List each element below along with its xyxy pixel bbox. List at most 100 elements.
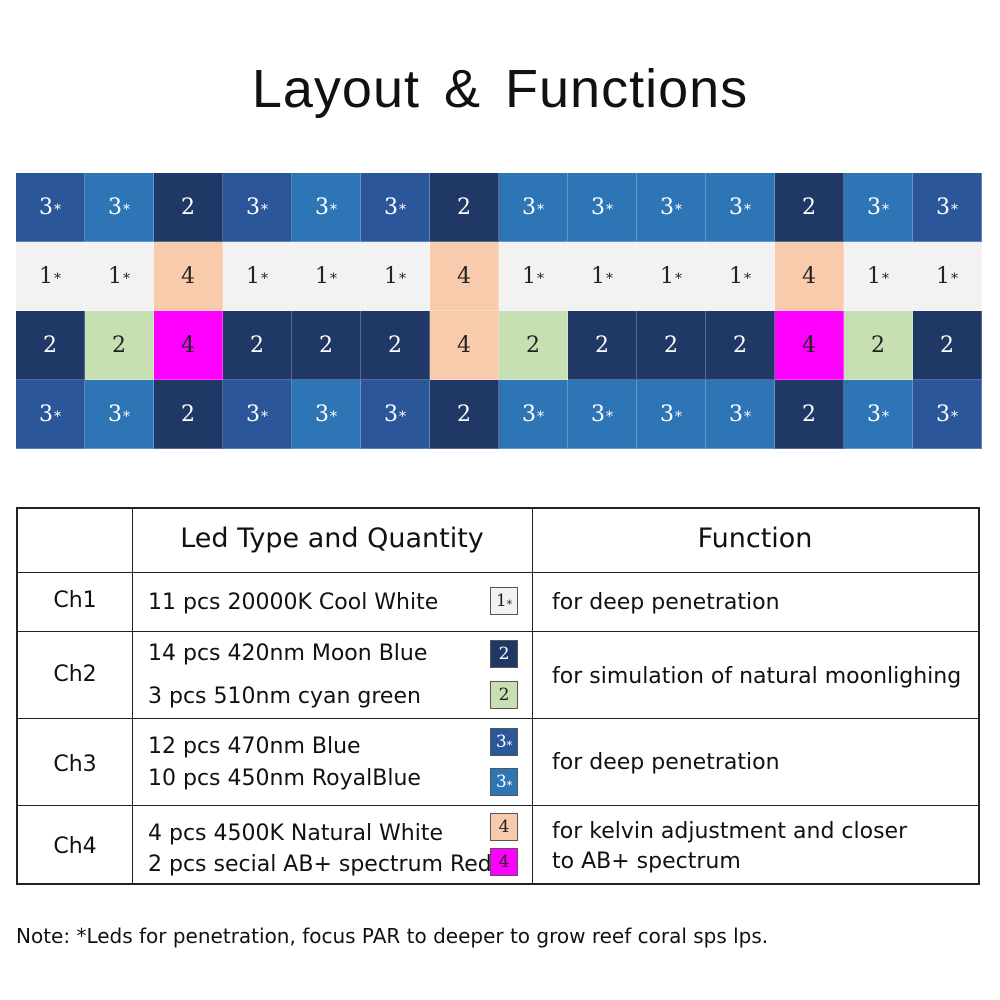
led-number: 3 xyxy=(591,194,605,220)
led-cell: 2 xyxy=(637,311,706,380)
led-number: 3 xyxy=(660,194,674,220)
led-cell: 2 xyxy=(430,173,499,242)
penetration-marker: * xyxy=(123,202,130,218)
led-cell: 2 xyxy=(292,311,361,380)
led-number: 3 xyxy=(936,401,950,427)
led-cell: 2 xyxy=(775,173,844,242)
led-description: 2 pcs secial AB+ spectrum Red xyxy=(148,852,492,877)
led-number: 2 xyxy=(940,332,954,358)
led-cell: 2 xyxy=(223,311,292,380)
led-number: 4 xyxy=(498,817,510,837)
led-number: 1 xyxy=(315,263,329,289)
led-cell: 2 xyxy=(775,380,844,449)
led-cell: 3* xyxy=(706,380,775,449)
led-description: 10 pcs 450nm RoyalBlue xyxy=(148,766,421,791)
led-number: 4 xyxy=(802,332,816,358)
led-number: 2 xyxy=(871,332,885,358)
led-number: 3 xyxy=(867,194,881,220)
led-number: 2 xyxy=(250,332,264,358)
function-text: for deep penetration xyxy=(552,750,780,775)
led-cell: 4 xyxy=(154,242,223,311)
led-description: 14 pcs 420nm Moon Blue xyxy=(148,641,428,666)
led-cell: 2 xyxy=(85,311,154,380)
footnote: Note: *Leds for penetration, focus PAR t… xyxy=(16,924,769,948)
table-divider xyxy=(18,572,978,573)
led-cell: 3* xyxy=(706,173,775,242)
led-number: 2 xyxy=(457,401,471,427)
led-swatch: 3* xyxy=(490,768,518,796)
led-number: 3 xyxy=(495,772,507,792)
channel-label: Ch4 xyxy=(53,834,97,859)
led-swatch: 2 xyxy=(490,681,518,709)
penetration-marker: * xyxy=(54,202,61,218)
table-divider xyxy=(532,509,533,883)
led-number: 2 xyxy=(802,194,816,220)
led-number: 2 xyxy=(733,332,747,358)
penetration-marker: * xyxy=(951,202,958,218)
penetration-marker: * xyxy=(882,409,889,425)
led-cell: 3* xyxy=(913,380,982,449)
led-number: 2 xyxy=(498,685,510,705)
led-number: 1 xyxy=(591,263,605,289)
penetration-marker: * xyxy=(951,409,958,425)
penetration-marker: * xyxy=(675,409,682,425)
penetration-marker: * xyxy=(506,778,513,792)
led-cell: 3* xyxy=(637,173,706,242)
led-number: 2 xyxy=(526,332,540,358)
penetration-marker: * xyxy=(330,202,337,218)
led-cell: 1* xyxy=(292,242,361,311)
led-number: 2 xyxy=(802,401,816,427)
led-number: 3 xyxy=(522,194,536,220)
led-cell: 3* xyxy=(568,173,637,242)
led-cell: 1* xyxy=(844,242,913,311)
header-led-type: Led Type and Quantity xyxy=(180,523,484,554)
penetration-marker: * xyxy=(123,271,130,287)
led-number: 3 xyxy=(246,401,260,427)
led-cell: 1* xyxy=(913,242,982,311)
led-number: 3 xyxy=(729,401,743,427)
channel-label: Ch2 xyxy=(53,662,97,687)
table-divider xyxy=(132,509,133,883)
led-cell: 3* xyxy=(292,380,361,449)
penetration-marker: * xyxy=(261,202,268,218)
led-cell: 4 xyxy=(430,242,499,311)
led-cell: 3* xyxy=(568,380,637,449)
led-number: 4 xyxy=(457,332,471,358)
channel-label: Ch1 xyxy=(53,588,97,613)
penetration-marker: * xyxy=(537,202,544,218)
led-number: 2 xyxy=(388,332,402,358)
led-number: 2 xyxy=(595,332,609,358)
led-cell: 1* xyxy=(499,242,568,311)
penetration-marker: * xyxy=(537,409,544,425)
led-cell: 1* xyxy=(223,242,292,311)
led-number: 3 xyxy=(936,194,950,220)
led-number: 4 xyxy=(802,263,816,289)
led-number: 4 xyxy=(457,263,471,289)
penetration-marker: * xyxy=(744,271,751,287)
led-number: 1 xyxy=(936,263,950,289)
led-number: 1 xyxy=(108,263,122,289)
penetration-marker: * xyxy=(882,271,889,287)
led-description: 4 pcs 4500K Natural White xyxy=(148,821,444,846)
led-cell: 1* xyxy=(361,242,430,311)
penetration-marker: * xyxy=(399,271,406,287)
led-cell: 2 xyxy=(154,173,223,242)
led-number: 2 xyxy=(43,332,57,358)
led-number: 3 xyxy=(246,194,260,220)
led-cell: 2 xyxy=(361,311,430,380)
led-cell: 1* xyxy=(568,242,637,311)
penetration-marker: * xyxy=(330,271,337,287)
led-cell: 1* xyxy=(85,242,154,311)
penetration-marker: * xyxy=(882,202,889,218)
led-number: 2 xyxy=(664,332,678,358)
led-number: 4 xyxy=(181,263,195,289)
led-number: 3 xyxy=(495,732,507,752)
led-number: 2 xyxy=(181,194,195,220)
penetration-marker: * xyxy=(675,271,682,287)
penetration-marker: * xyxy=(330,409,337,425)
led-cell: 3* xyxy=(499,173,568,242)
led-description: 3 pcs 510nm cyan green xyxy=(148,684,421,709)
led-number: 3 xyxy=(384,194,398,220)
spec-table: Led Type and Quantity Function Ch1 11 pc… xyxy=(16,507,980,885)
led-cell: 2 xyxy=(568,311,637,380)
